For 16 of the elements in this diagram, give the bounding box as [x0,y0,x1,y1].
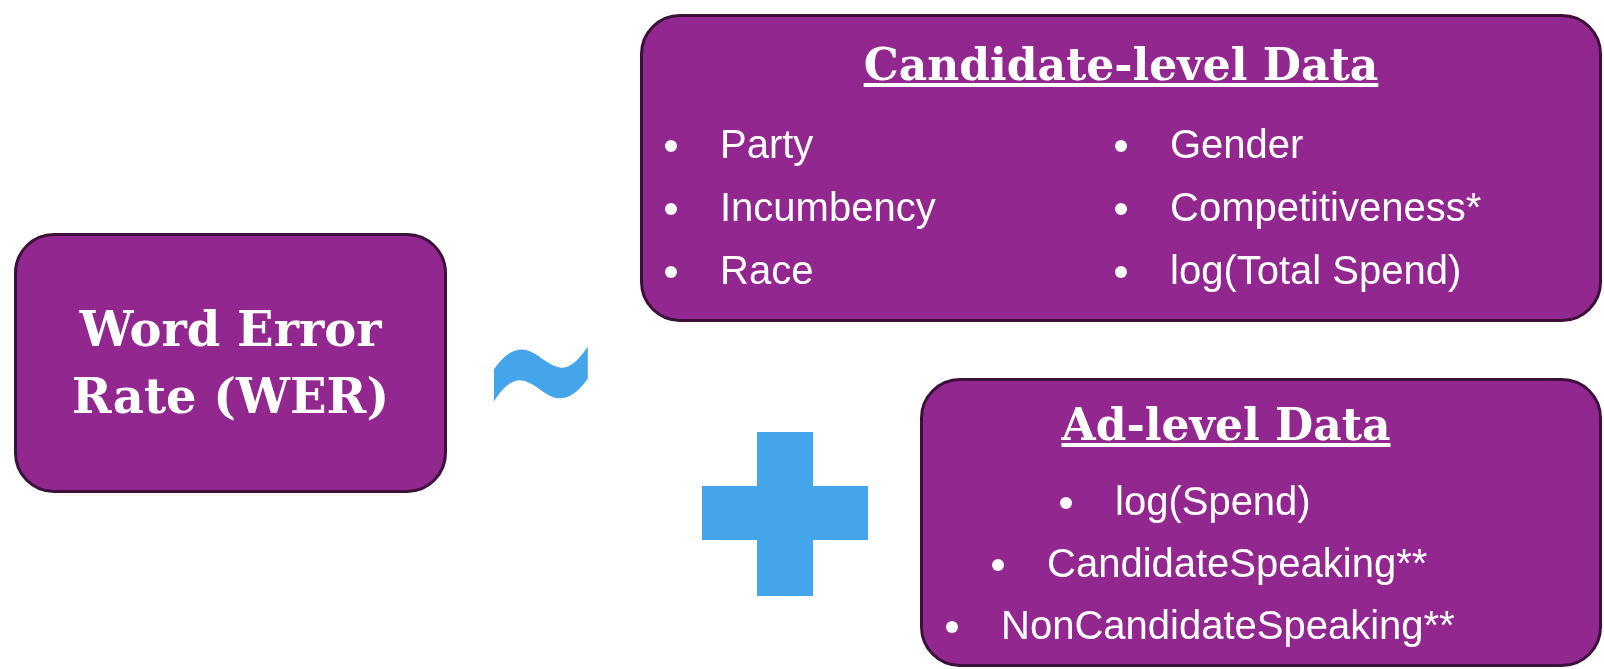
bullet-item: Incumbency [720,185,936,230]
bullet-item: Gender [1170,122,1304,167]
bullet-item: log(Total Spend) [1170,248,1462,293]
bullet-item: NonCandidateSpeaking** [1001,603,1455,648]
data-box [14,233,447,493]
section-heading: Ad-level Data [1060,399,1392,450]
tilde-operator: ~ [478,230,604,500]
bullet-item: Competitiveness* [1170,185,1482,230]
outcome-text: Word Error Rate (WER) [70,299,391,426]
section-heading: Candidate-level Data [862,39,1380,90]
bullet-item: Party [720,122,814,167]
bullet-item: log(Spend) [1115,479,1311,524]
data-box [920,378,1602,667]
bullet-item: Race [720,248,814,293]
bullet-item: CandidateSpeaking** [1047,541,1428,586]
data-box [640,14,1602,322]
